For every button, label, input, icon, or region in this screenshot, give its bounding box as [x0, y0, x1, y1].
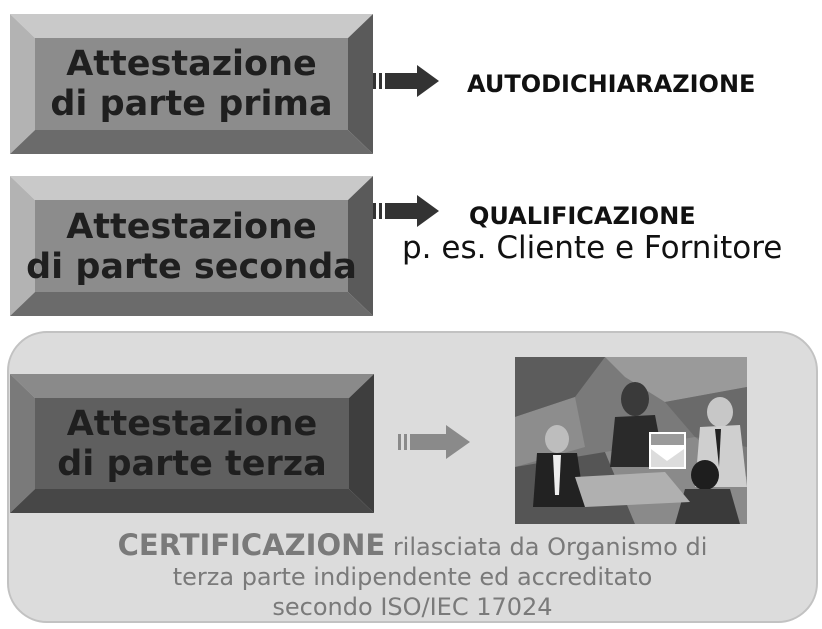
cert-line1-rest: rilasciata da Organismo di: [385, 533, 708, 561]
second-box-line2: di parte seconda: [26, 247, 357, 287]
bevel-frame: [10, 374, 374, 513]
cert-line2: terza parte indipendente ed accreditato: [172, 563, 653, 591]
qualification-label: QUALIFICAZIONE: [469, 202, 696, 230]
certification-description: CERTIFICAZIONE rilasciata da Organismo d…: [7, 530, 818, 622]
second-box-line1: Attestazione: [66, 207, 317, 247]
cert-line3: secondo ISO/IEC 17024: [272, 593, 553, 621]
third-party-attestation-box: Attestazione di parte terza: [10, 374, 374, 513]
right-arrow-icon: [373, 195, 439, 227]
self-declaration-label: AUTODICHIARAZIONE: [467, 70, 756, 98]
certification-title: CERTIFICAZIONE: [117, 528, 386, 562]
first-party-attestation-box: Attestazione di parte prima: [10, 14, 373, 154]
right-arrow-icon: [398, 425, 470, 459]
second-party-attestation-box: Attestazione di parte seconda: [10, 176, 373, 316]
bevel-frame: [10, 176, 373, 316]
first-box-line2: di parte prima: [50, 84, 333, 124]
business-meeting-illustration: [515, 357, 747, 524]
first-box-line1: Attestazione: [66, 44, 317, 84]
cert-line1: CERTIFICAZIONE rilasciata da Organismo d…: [7, 530, 818, 562]
qualification-example: p. es. Cliente e Fornitore: [402, 230, 783, 266]
right-arrow-icon: [373, 65, 439, 97]
bevel-frame: [10, 14, 373, 154]
third-box-line2: di parte terza: [57, 444, 327, 484]
third-box-line1: Attestazione: [66, 404, 318, 444]
